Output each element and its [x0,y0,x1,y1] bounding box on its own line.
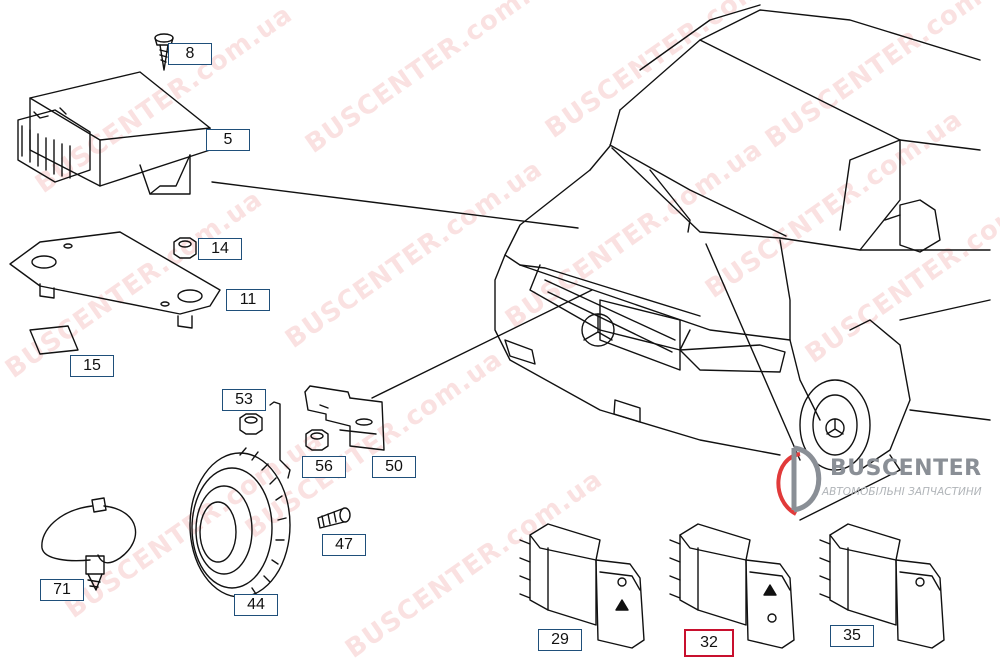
callout-14[interactable]: 14 [198,238,242,260]
part-11-plate [9,231,221,329]
brand-logo: BUSCENTER АВТОМОБІЛЬНІ ЗАПЧАСТИНИ [770,440,995,530]
logo-mark-icon [776,445,822,516]
part-47-screw [317,507,351,529]
callout-32-selected[interactable]: 32 [684,629,734,657]
van-front [494,4,991,521]
callout-29[interactable]: 29 [538,629,582,651]
part-50-bracket [304,385,385,451]
leader-lines [211,181,801,461]
callout-71[interactable]: 71 [40,579,84,601]
part-5-control-module [17,71,211,195]
part-29-switch [519,523,645,649]
callout-44[interactable]: 44 [234,594,278,616]
part-44-horn [189,401,291,598]
part-14-nut [173,237,197,259]
part-71-wiring [41,497,137,591]
part-8-screw [154,33,174,71]
callout-8[interactable]: 8 [168,43,212,65]
callout-56[interactable]: 56 [302,456,346,478]
part-53-nut [239,413,263,435]
callout-47[interactable]: 47 [322,534,366,556]
brand-name: BUSCENTER [830,456,982,481]
callout-11[interactable]: 11 [226,289,270,311]
part-56-nut [305,429,329,451]
callout-53[interactable]: 53 [222,389,266,411]
part-35-switch [819,523,945,649]
brand-tagline: АВТОМОБІЛЬНІ ЗАПЧАСТИНИ [822,486,982,498]
callout-50[interactable]: 50 [372,456,416,478]
callout-35[interactable]: 35 [830,625,874,647]
callout-5[interactable]: 5 [206,129,250,151]
part-15-pad [29,325,79,355]
callout-15[interactable]: 15 [70,355,114,377]
part-32-switch [669,523,795,649]
